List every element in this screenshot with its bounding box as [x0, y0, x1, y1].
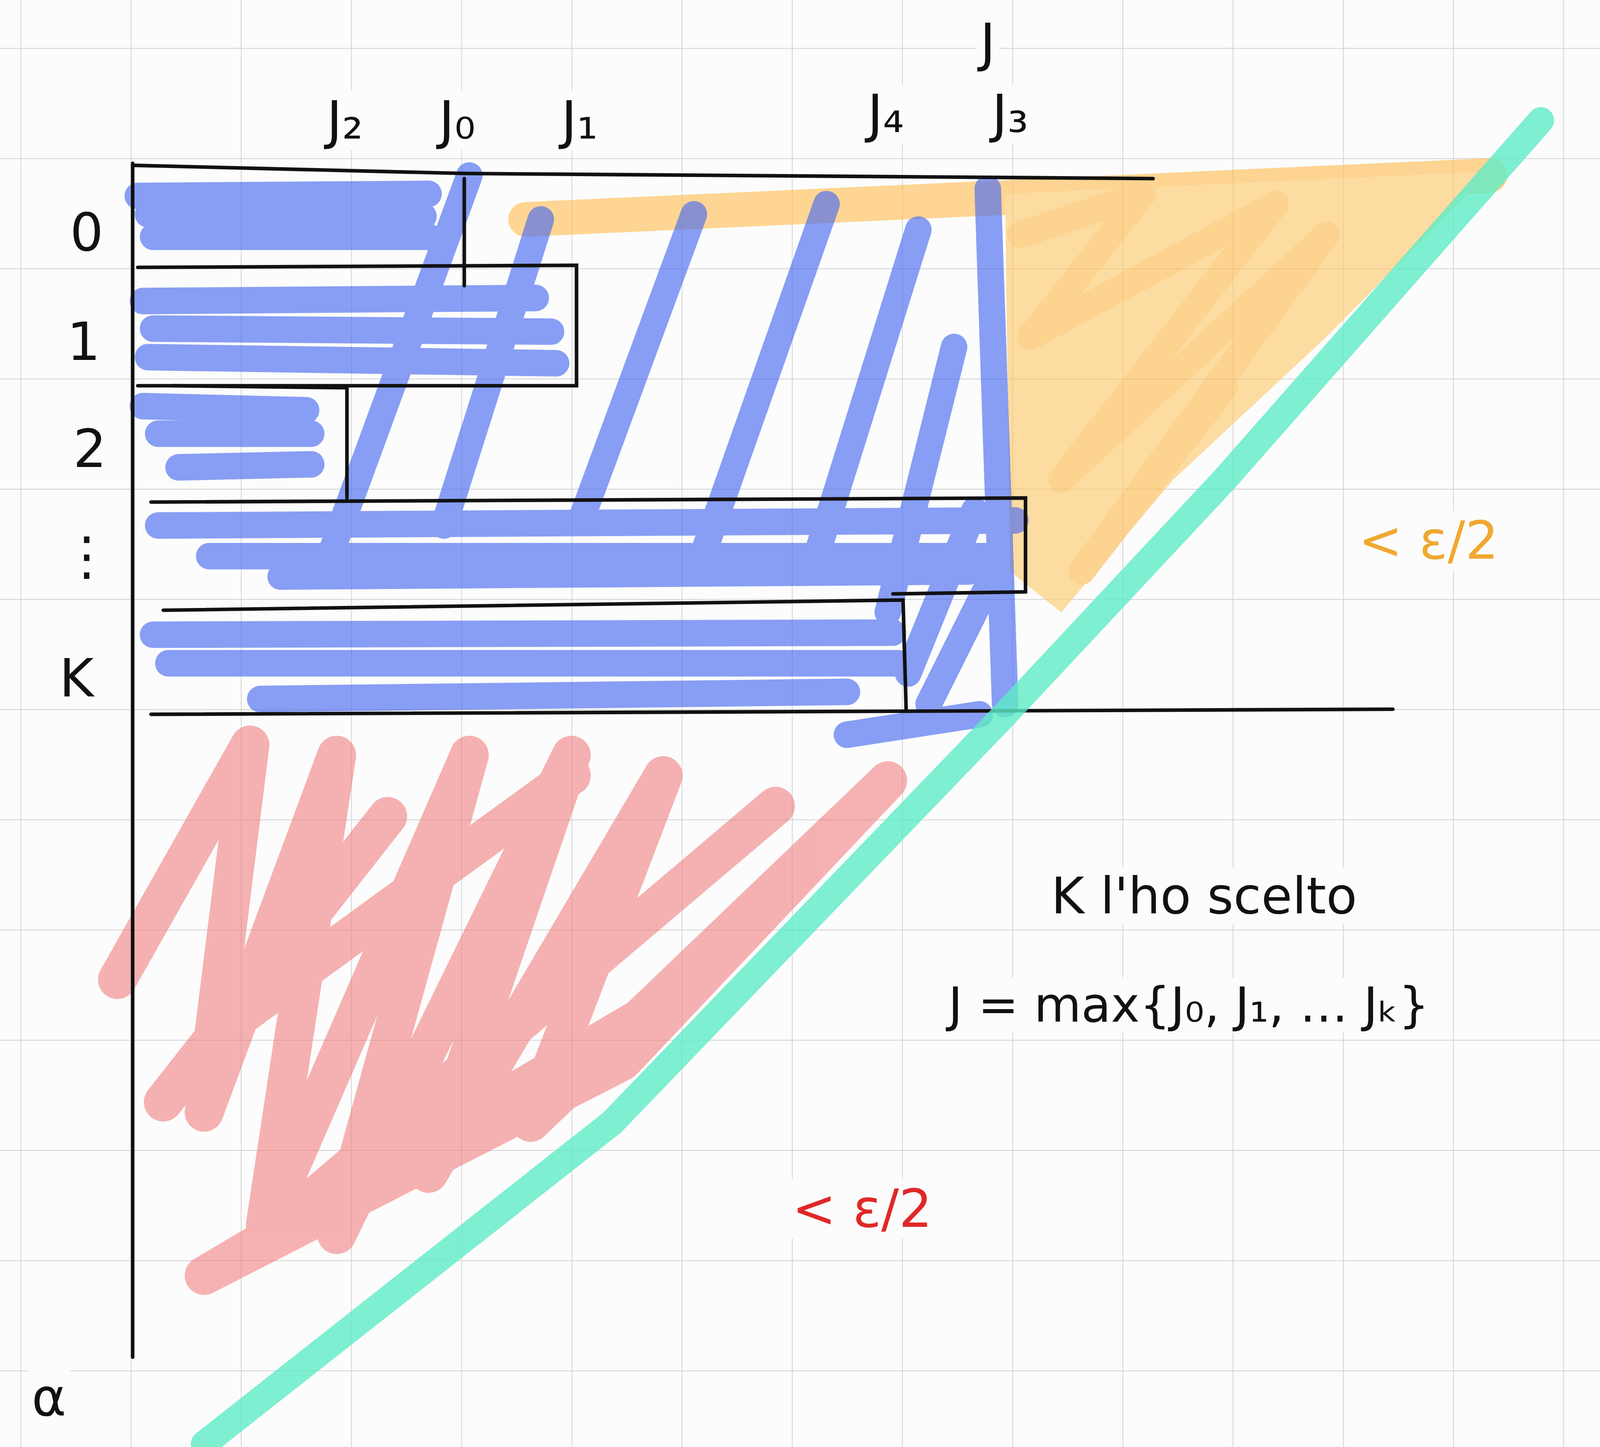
column-label: J₄: [863, 84, 908, 144]
column-label: J₃: [987, 84, 1033, 144]
block-outlines: [132, 163, 1393, 1358]
row-label: 1: [63, 312, 105, 372]
column-label: J₀: [434, 90, 480, 151]
axis-label: α: [27, 1368, 71, 1428]
column-label: J₁: [557, 90, 602, 151]
bound-note: < ε/2: [1354, 511, 1503, 571]
row-label: 0: [65, 202, 108, 263]
bound-note: < ε/2: [788, 1179, 937, 1239]
row-label: 2: [69, 419, 111, 479]
row-label: K: [55, 648, 98, 709]
teal-boundary: [204, 120, 1541, 1445]
note-text: K l'ho scelto: [1047, 867, 1362, 925]
formula-text: J = max{J₀, J₁, … Jₖ}: [944, 977, 1434, 1033]
column-label: J₂: [322, 90, 367, 151]
column-label: J: [976, 13, 1000, 73]
blue-region: [137, 175, 1016, 735]
row-label: ⋮: [56, 526, 118, 586]
